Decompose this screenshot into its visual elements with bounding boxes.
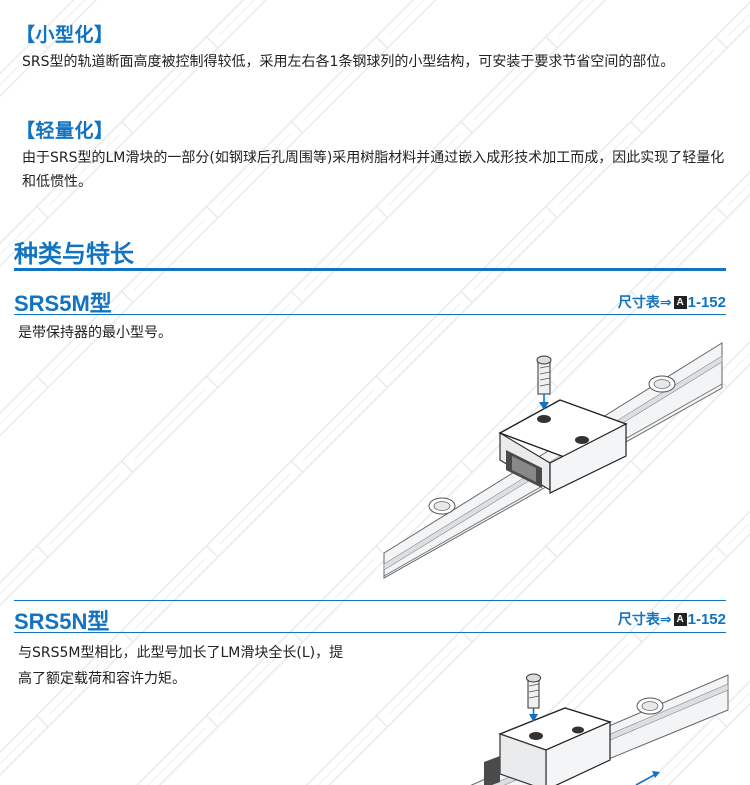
srs5m-guide-image [383, 342, 723, 579]
model-desc-line: 是带保持器的最小型号。 [18, 325, 172, 341]
model-desc-line: 高了额定载荷和容许力矩。 [18, 671, 186, 687]
dimension-ref-label: 尺寸表⇒ [617, 612, 672, 628]
model-desc-line: 与SRS5M型相比，此型号加长了LM滑块全长(L)，提 [18, 645, 344, 661]
feature-heading-lightweight: 【轻量化】 [16, 120, 114, 142]
model-desc-srs5m: 是带保持器的最小型号。 [18, 320, 172, 346]
srs5n-guide-image [470, 673, 729, 785]
dimension-table-link-srs5n[interactable]: 尺寸表⇒ A 1-152 [618, 609, 726, 629]
feature-text-lightweight: 由于SRS型的LM滑块的一部分(如钢球后孔周围等)采用树脂材料并通过嵌入成形技术… [22, 150, 725, 190]
dimension-ref-label: 尺寸表⇒ [617, 295, 672, 311]
types-section-title: 种类与特长 [14, 240, 134, 268]
model-divider [14, 314, 726, 315]
model-divider [14, 600, 726, 601]
dimension-ref-page: 1-152 [687, 293, 726, 311]
model-desc-srs5n: 与SRS5M型相比，此型号加长了LM滑块全长(L)，提 高了额定载荷和容许力矩。 [18, 640, 343, 692]
feature-heading-compact: 【小型化】 [16, 24, 114, 46]
a-badge-icon: A [673, 295, 687, 309]
dimension-ref-page: 1-152 [687, 610, 726, 628]
feature-text-compact: SRS型的轨道断面高度被控制得较低，采用左右各1条钢球列的小型结构，可安装于要求… [22, 54, 675, 70]
section-divider [14, 268, 726, 271]
model-divider [14, 632, 726, 633]
a-badge-icon: A [673, 612, 687, 626]
dimension-table-link-srs5m[interactable]: 尺寸表⇒ A 1-152 [618, 292, 726, 312]
